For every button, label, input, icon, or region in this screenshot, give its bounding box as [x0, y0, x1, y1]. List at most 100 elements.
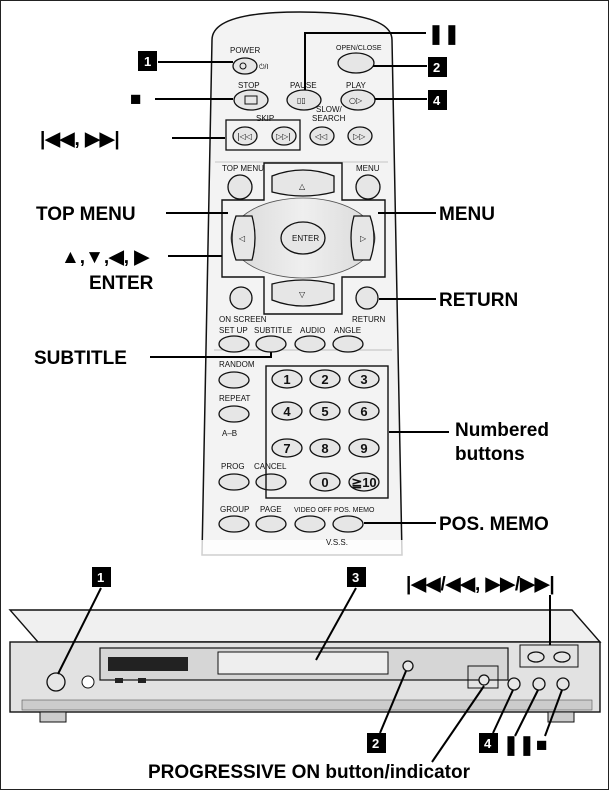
number-label-2: 3	[360, 372, 367, 387]
numbered-group-box	[265, 365, 389, 499]
callout-stop: ■	[130, 89, 141, 110]
on-screen-button[interactable]	[229, 286, 253, 310]
slow-search-label-1: SLOW/	[316, 105, 343, 114]
open-close-label: OPEN/CLOSE	[336, 45, 382, 52]
number-button-4[interactable]	[309, 401, 341, 421]
callout-pos-memo: POS. MEMO	[439, 514, 549, 535]
cancel-button[interactable]	[255, 473, 287, 491]
subtitle-button[interactable]	[255, 335, 287, 353]
skip-group-box	[225, 119, 301, 151]
svg-text:|◁◁: |◁◁	[237, 132, 252, 141]
audio-button[interactable]	[294, 335, 326, 353]
player-callout-1-box	[92, 567, 111, 587]
cancel-label: CANCEL	[254, 462, 287, 471]
top-menu-button[interactable]	[227, 174, 253, 200]
player-callout-skip: |◀◀/◀◀, ▶▶/▶▶|	[406, 574, 555, 595]
number-button-8[interactable]	[348, 438, 380, 458]
number-label-9: 0	[321, 475, 328, 490]
svg-text:◁: ◁	[238, 234, 245, 243]
search-forward-button[interactable]	[347, 126, 373, 146]
prog-button[interactable]	[218, 473, 250, 491]
left-arrow-button[interactable]	[231, 215, 256, 261]
number-label-5: 6	[360, 404, 367, 419]
skip-search-back-button[interactable]	[527, 651, 545, 663]
group-button[interactable]	[218, 515, 250, 533]
player-callout-3: 3	[352, 570, 359, 585]
disc-tray	[217, 651, 389, 675]
callout-4: 4	[433, 93, 441, 108]
number-button-10[interactable]	[348, 472, 380, 492]
top-menu-label: TOP MENU	[222, 164, 264, 173]
video-off-button[interactable]	[294, 515, 326, 533]
callout-enter: ENTER	[89, 273, 154, 294]
callout-2: 2	[433, 60, 440, 75]
number-label-7: 8	[321, 441, 328, 456]
standby-on-button[interactable]	[46, 672, 66, 692]
return-button[interactable]	[355, 286, 379, 310]
skip-back-button[interactable]	[232, 126, 258, 146]
video-off-label: VIDEO OFF	[294, 507, 332, 514]
play-label: PLAY	[346, 81, 367, 90]
remote-callouts: 1 ❚❚ 2 ■ 4 |◀◀, ▶▶| TOP MENU MENU ▲,▼,◀,…	[34, 24, 549, 535]
remote-control: POWER ⏻/I OPEN/CLOSE STOP PAUSE ▯▯ PLAY …	[200, 11, 406, 560]
enter-label: ENTER	[292, 234, 319, 243]
number-label-1: 2	[321, 372, 328, 387]
enter-button[interactable]	[280, 221, 326, 255]
player-callout-4-box	[479, 733, 498, 753]
angle-button[interactable]	[332, 335, 364, 353]
open-close-button[interactable]	[337, 52, 375, 74]
menu-button[interactable]	[355, 174, 381, 200]
up-arrow-button[interactable]	[271, 169, 335, 197]
player-callouts: 1 3 |◀◀/◀◀, ▶▶/▶▶| 2 4 ❚❚ ■ PROGRESSIVE …	[57, 567, 563, 783]
pause-button-player[interactable]	[532, 677, 546, 691]
pos-memo-button[interactable]	[332, 515, 364, 533]
number-button-2[interactable]	[348, 369, 380, 389]
callout-numbered-1: Numbered	[455, 420, 549, 441]
svg-text:▯▯: ▯▯	[297, 96, 306, 105]
play-button-player[interactable]	[507, 677, 521, 691]
number-button-7[interactable]	[309, 438, 341, 458]
skip-forward-button[interactable]	[271, 126, 297, 146]
page-label: PAGE	[260, 505, 282, 514]
pause-label: PAUSE	[290, 81, 317, 90]
right-arrow-button[interactable]	[350, 215, 375, 261]
random-button[interactable]	[218, 371, 250, 389]
number-button-1[interactable]	[309, 369, 341, 389]
ab-label: A–B	[222, 429, 237, 438]
page-button[interactable]	[255, 515, 287, 533]
player-callout-2: 2	[372, 736, 379, 751]
pos-memo-label: POS. MEMO	[334, 507, 375, 514]
return-label: RETURN	[352, 315, 386, 324]
svg-text:▷▷|: ▷▷|	[276, 132, 291, 141]
callout-menu: MENU	[439, 204, 495, 225]
number-label-6: 7	[283, 441, 290, 456]
number-button-5[interactable]	[348, 401, 380, 421]
power-button[interactable]	[232, 57, 258, 75]
subtitle-label: SUBTITLE	[254, 326, 292, 335]
skip-search-forward-button[interactable]	[553, 651, 571, 663]
stop-button[interactable]	[233, 89, 269, 111]
open-close-button-player[interactable]	[402, 660, 414, 672]
progressive-button[interactable]	[478, 674, 490, 686]
callout-4-box	[428, 90, 447, 110]
number-label-3: 4	[283, 404, 291, 419]
skip-label: SKIP	[256, 114, 274, 123]
number-button-6[interactable]	[271, 438, 303, 458]
down-arrow-button[interactable]	[271, 279, 335, 307]
number-label-10: ≧10	[351, 475, 376, 490]
player-callout-pause: ❚❚	[503, 735, 535, 756]
number-button-0[interactable]	[271, 369, 303, 389]
repeat-label: REPEAT	[219, 394, 251, 403]
number-label-4: 5	[321, 404, 328, 419]
callout-numbered-2: buttons	[455, 444, 525, 465]
search-back-button[interactable]	[309, 126, 335, 146]
player-callout-4: 4	[484, 736, 492, 751]
setup-button[interactable]	[218, 335, 250, 353]
number-button-9[interactable]	[309, 472, 341, 492]
stop-button-player[interactable]	[556, 677, 570, 691]
random-label: RANDOM	[219, 360, 255, 369]
repeat-button[interactable]	[218, 405, 250, 423]
player-callout-stop: ■	[536, 735, 547, 756]
number-button-3[interactable]	[271, 401, 303, 421]
